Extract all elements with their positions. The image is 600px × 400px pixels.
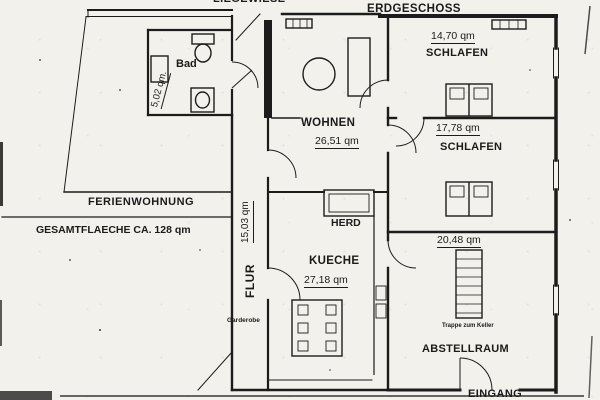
label-ferienwohnung: FERIENWOHNUNG [88,196,195,208]
label-abstellraum-area: 20,48 qm [437,234,481,249]
label-flur-area: 15,03 qm [240,201,254,243]
label-kueche-area: 27,18 qm [304,274,348,289]
door-arcs [231,61,493,391]
label-treppe-zum-keller: Trappe zum Keller [442,323,494,329]
furniture [150,18,527,375]
kitchen-sink-icon [375,285,387,301]
sofa-icon [347,37,371,97]
label-erdgeschoss: ERDGESCHOSS [367,3,461,15]
label-gesamtflaeche: GESAMTFLAECHE CA. 128 qm [36,224,191,236]
dining-table-icon [291,299,343,357]
stairs-icon [455,249,483,319]
label-schlafen1-area: 14,70 qm [431,30,475,45]
label-herd: HERD [331,217,361,229]
label-flur: FLUR [243,264,257,298]
scan-artifacts [0,5,593,400]
label-bad: Bad [176,58,197,70]
label-wohnen-area: 26,51 qm [315,135,359,150]
label-kueche: KUECHE [309,255,360,267]
toilet-icon [191,33,215,63]
shower-icon [190,87,215,113]
label-schlafen1: SCHLAFEN [426,47,489,59]
label-eingang: EINGANG [468,388,523,400]
bed-icon [445,181,493,217]
radiator-icon [285,18,313,29]
bed-icon [445,83,493,117]
label-garderobe: Garderobe [227,317,260,324]
stove-icon [323,189,375,217]
bath-sink-icon [150,55,169,83]
label-abstellraum: ABSTELLRAUM [422,343,510,355]
label-liegewiese: LIEGEWIESE [213,0,285,6]
label-schlafen2-area: 17,78 qm [436,122,480,137]
label-schlafen2: SCHLAFEN [440,141,503,153]
kitchen-sink-icon [375,303,387,319]
label-wohnen: WOHNEN [301,117,356,129]
walls [1,9,559,394]
radiator-icon [491,19,527,30]
round-table-icon [302,57,336,91]
